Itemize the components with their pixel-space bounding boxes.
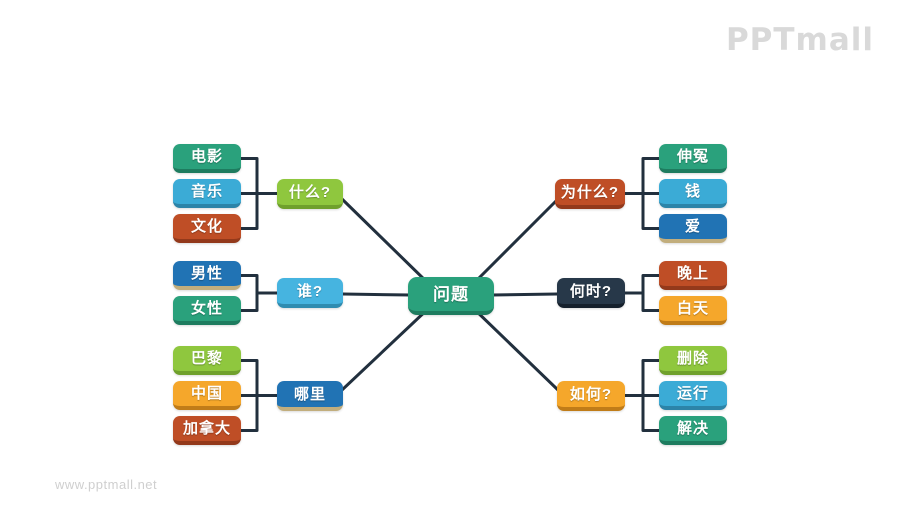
branch-where: 哪里 — [277, 381, 343, 411]
leaf-female: 女性 — [173, 296, 241, 325]
watermark-url: www.pptmall.net — [55, 477, 158, 492]
pptmall-logo: PPTmall — [725, 22, 874, 58]
connector-group-what — [239, 157, 279, 230]
leaf-justice: 伸冤 — [659, 144, 727, 173]
leaf-movie: 电影 — [173, 144, 241, 173]
leaf-canada: 加拿大 — [173, 416, 241, 445]
connector-group-why — [623, 157, 661, 230]
branch-why: 为什么? — [555, 179, 625, 209]
connector-group-where — [239, 359, 279, 432]
connector-group-who — [239, 274, 279, 312]
center-topic: 问题 — [408, 277, 494, 315]
leaf-day: 白天 — [659, 296, 727, 325]
leaf-run: 运行 — [659, 381, 727, 410]
leaf-male: 男性 — [173, 261, 241, 290]
leaf-music: 音乐 — [173, 179, 241, 208]
connector-center-spokes — [340, 197, 560, 392]
connector-group-when — [623, 274, 661, 312]
branch-who: 谁? — [277, 278, 343, 308]
branch-how: 如何? — [557, 381, 625, 411]
leaf-night: 晚上 — [659, 261, 727, 290]
leaf-paris: 巴黎 — [173, 346, 241, 375]
leaf-delete: 删除 — [659, 346, 727, 375]
leaf-solve: 解决 — [659, 416, 727, 445]
leaf-culture: 文化 — [173, 214, 241, 243]
leaf-money: 钱 — [659, 179, 727, 208]
connector-group-how — [623, 359, 661, 432]
branch-when: 何时? — [557, 278, 625, 308]
leaf-china: 中国 — [173, 381, 241, 410]
branch-what: 什么? — [277, 179, 343, 209]
leaf-love: 爱 — [659, 214, 727, 243]
